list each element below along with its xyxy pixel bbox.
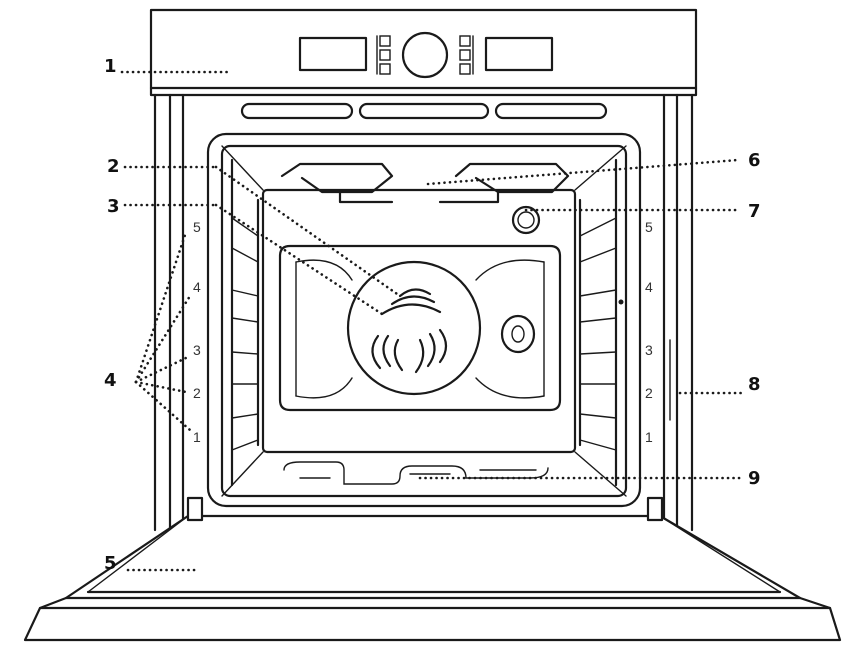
- right-level-numbers: 5 4 3 2 1: [645, 219, 653, 445]
- top-heating-element: [280, 162, 570, 204]
- left-level-2: 2: [193, 385, 201, 401]
- left-display: [298, 36, 368, 72]
- left-level-4: 4: [193, 279, 201, 295]
- right-level-1: 1: [645, 429, 653, 445]
- right-level-4: 4: [645, 279, 653, 295]
- vent-slots: [240, 102, 608, 120]
- callout-8: 8: [748, 374, 761, 395]
- right-level-2: 2: [645, 385, 653, 401]
- right-level-3: 3: [645, 342, 653, 358]
- oven-lamp: [511, 205, 541, 235]
- callout-5: 5: [104, 553, 117, 574]
- left-door-hinge: [186, 496, 204, 522]
- bottom-heating-element: [283, 461, 549, 485]
- back-panel-knob: [500, 314, 536, 354]
- right-buttons: [459, 35, 474, 75]
- callout-3: 3: [107, 196, 120, 217]
- left-level-numbers: 5 4 3 2 1: [193, 219, 201, 445]
- callout-1: 1: [104, 56, 117, 77]
- callout-numbers: 1 2 3 4 5 6 7 8 9: [104, 56, 761, 574]
- callout-6: 6: [748, 150, 761, 171]
- left-level-5: 5: [193, 219, 201, 235]
- right-level-5: 5: [645, 219, 653, 235]
- left-buttons: [376, 35, 391, 75]
- fan: [346, 260, 482, 396]
- left-shelf-guides: [230, 158, 260, 487]
- leader-lines: [120, 70, 744, 572]
- callout-2: 2: [107, 156, 120, 177]
- callout-7: 7: [748, 201, 761, 222]
- right-display: [484, 36, 554, 72]
- left-level-3: 3: [193, 342, 201, 358]
- callout-9: 9: [748, 468, 761, 489]
- control-panel: [149, 8, 698, 97]
- right-door-hinge: [646, 496, 664, 522]
- selector-knob: [401, 31, 449, 79]
- callout-4: 4: [104, 370, 117, 391]
- right-shelf-guides: [578, 158, 624, 487]
- left-level-1: 1: [193, 429, 201, 445]
- oven-door: [23, 496, 842, 642]
- back-panel: [278, 244, 562, 412]
- oven-cavity: [206, 132, 642, 508]
